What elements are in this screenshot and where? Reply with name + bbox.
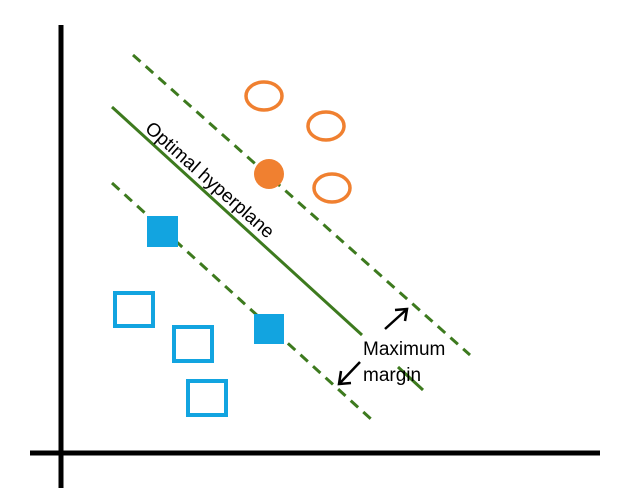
circle-support-vector [254, 159, 284, 189]
square-point [186, 379, 228, 417]
margin-label-line2: margin [363, 365, 421, 386]
optimal-hyperplane-line-tail [396, 365, 425, 392]
optimal-hyperplane-line [110, 105, 364, 337]
square-support-vector [147, 216, 178, 247]
upper-margin-line [132, 53, 471, 357]
margin-label-line1: Maximum [363, 339, 445, 360]
circle-point [312, 172, 352, 204]
margin-arrow-down [339, 361, 361, 384]
margin-arrow-up [384, 309, 407, 330]
square-point [113, 291, 155, 328]
square-point [172, 325, 214, 363]
margin-arrow-up-head [394, 307, 409, 322]
square-support-vector [254, 314, 284, 344]
circle-point [244, 80, 284, 112]
margin-arrow-down-head [337, 370, 352, 386]
circle-point [306, 110, 346, 142]
